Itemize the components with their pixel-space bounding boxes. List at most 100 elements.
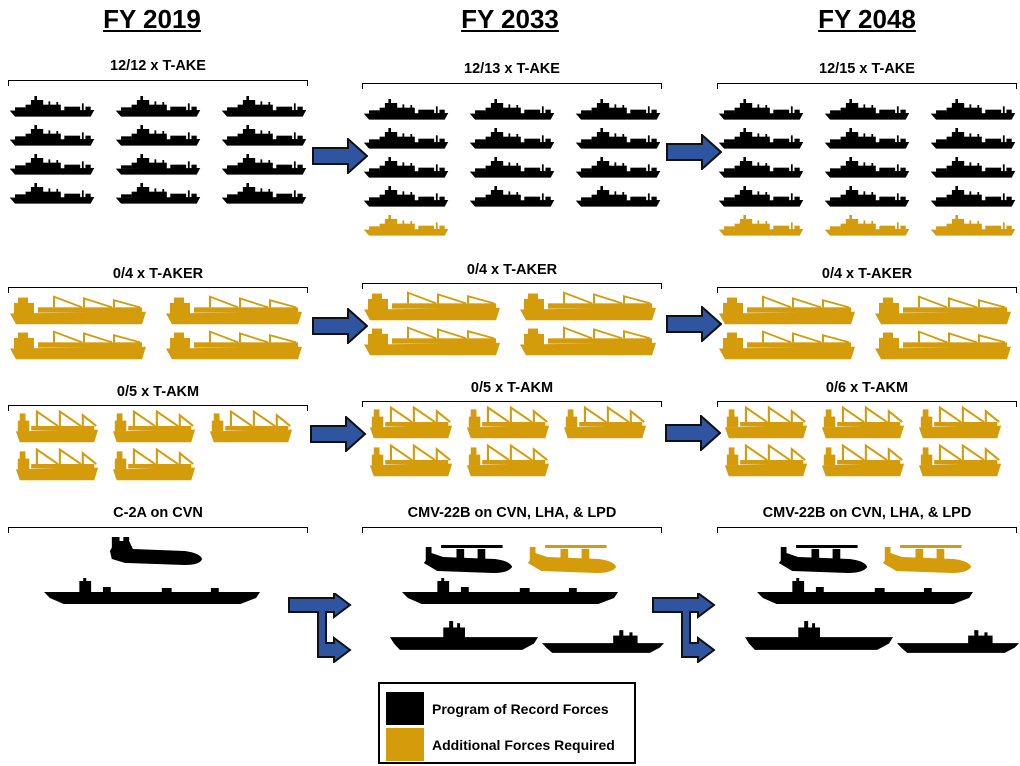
transition-arrow bbox=[666, 134, 722, 170]
taker-ship bbox=[166, 330, 302, 360]
legend-swatch-program bbox=[386, 692, 424, 725]
taker-label-col0: 0/4 x T-AKER bbox=[112, 266, 204, 282]
take-ship bbox=[824, 215, 910, 236]
take-ship bbox=[9, 96, 95, 117]
take-ship bbox=[930, 99, 1016, 120]
takm-ship bbox=[369, 443, 453, 477]
take-ship bbox=[9, 183, 95, 204]
taker-ship bbox=[875, 330, 1011, 360]
take-ship bbox=[718, 215, 804, 236]
take-label-col0: 12/12 x T-AKE bbox=[110, 58, 206, 74]
takm-bracket-col2 bbox=[717, 401, 1017, 407]
take-ship bbox=[221, 96, 307, 117]
take-label-col1: 12/13 x T-AKE bbox=[464, 61, 560, 77]
take-ship bbox=[9, 125, 95, 146]
taker-ship bbox=[364, 326, 500, 356]
taker-ship bbox=[719, 295, 855, 325]
legend-swatch-additional bbox=[386, 728, 424, 761]
split-transition-arrow bbox=[652, 593, 716, 663]
year-header-2019: FY 2019 bbox=[103, 4, 201, 34]
aircraft-label-col2: CMV-22B on CVN, LHA, & LPD bbox=[762, 505, 972, 521]
takm-ship bbox=[15, 409, 99, 443]
lha-ship bbox=[745, 621, 893, 650]
takm-ship bbox=[724, 443, 808, 477]
takm-ship bbox=[724, 405, 808, 439]
take-ship bbox=[115, 183, 201, 204]
take-ship bbox=[363, 186, 449, 207]
takm-ship bbox=[918, 443, 1002, 477]
transition-arrow bbox=[312, 138, 368, 174]
taker-ship bbox=[520, 291, 656, 321]
take-ship bbox=[115, 125, 201, 146]
take-ship bbox=[930, 215, 1016, 236]
take-ship bbox=[824, 186, 910, 207]
cmv22b-tiltrotor-icon bbox=[882, 545, 972, 573]
take-ship bbox=[469, 157, 555, 178]
cvn-ship bbox=[44, 578, 260, 604]
take-ship bbox=[363, 99, 449, 120]
takm-ship bbox=[821, 443, 905, 477]
take-ship bbox=[221, 125, 307, 146]
take-ship bbox=[718, 186, 804, 207]
take-bracket-col1 bbox=[362, 83, 662, 89]
legend-label-program: Program of Record Forces bbox=[432, 701, 609, 717]
aircraft-bracket-col1 bbox=[362, 527, 662, 533]
take-ship bbox=[930, 157, 1016, 178]
taker-bracket-col2 bbox=[717, 287, 1017, 293]
year-header-2033: FY 2033 bbox=[461, 4, 559, 34]
year-header-2048: FY 2048 bbox=[818, 4, 916, 34]
takm-label-col0: 0/5 x T-AKM bbox=[116, 384, 200, 400]
take-ship bbox=[115, 154, 201, 175]
aircraft-bracket-col0 bbox=[8, 527, 308, 533]
take-ship bbox=[575, 128, 661, 149]
take-ship bbox=[930, 186, 1016, 207]
c2a-plane-icon bbox=[109, 537, 203, 565]
take-ship bbox=[930, 128, 1016, 149]
takm-ship bbox=[369, 405, 453, 439]
takm-label-col1: 0/5 x T-AKM bbox=[470, 380, 554, 396]
transition-arrow bbox=[665, 415, 721, 451]
take-ship bbox=[363, 128, 449, 149]
legend: Program of Record Forces Additional Forc… bbox=[378, 682, 636, 764]
taker-ship bbox=[10, 330, 146, 360]
taker-ship bbox=[364, 291, 500, 321]
take-ship bbox=[221, 183, 307, 204]
cvn-ship bbox=[757, 578, 973, 604]
aircraft-label-col0: C-2A on CVN bbox=[113, 505, 203, 521]
transition-arrow bbox=[310, 416, 366, 452]
taker-ship bbox=[875, 295, 1011, 325]
takm-ship bbox=[209, 409, 293, 443]
takm-ship bbox=[15, 447, 99, 481]
transition-arrow bbox=[312, 308, 368, 344]
takm-ship bbox=[821, 405, 905, 439]
take-ship bbox=[469, 99, 555, 120]
take-ship bbox=[469, 186, 555, 207]
taker-bracket-col0 bbox=[8, 287, 308, 293]
take-ship bbox=[718, 128, 804, 149]
cmv22b-tiltrotor-icon bbox=[423, 545, 513, 573]
lpd-ship bbox=[542, 630, 664, 653]
cmv22b-tiltrotor-icon bbox=[778, 545, 868, 573]
taker-ship bbox=[166, 295, 302, 325]
take-ship bbox=[221, 154, 307, 175]
take-ship bbox=[824, 128, 910, 149]
cmv22b-tiltrotor-icon bbox=[527, 545, 617, 573]
take-label-col2: 12/15 x T-AKE bbox=[819, 61, 915, 77]
aircraft-label-col1: CMV-22B on CVN, LHA, & LPD bbox=[407, 505, 617, 521]
take-ship bbox=[469, 128, 555, 149]
taker-ship bbox=[719, 330, 855, 360]
take-bracket-col0 bbox=[8, 80, 308, 86]
takm-bracket-col1 bbox=[362, 401, 662, 407]
take-ship bbox=[115, 96, 201, 117]
taker-ship bbox=[10, 295, 146, 325]
take-ship bbox=[575, 157, 661, 178]
takm-ship bbox=[466, 405, 550, 439]
cvn-ship bbox=[402, 578, 618, 604]
legend-label-additional: Additional Forces Required bbox=[432, 737, 615, 753]
taker-label-col2: 0/4 x T-AKER bbox=[821, 266, 913, 282]
take-ship bbox=[824, 157, 910, 178]
take-ship bbox=[718, 157, 804, 178]
take-ship bbox=[824, 99, 910, 120]
take-bracket-col2 bbox=[717, 83, 1017, 89]
